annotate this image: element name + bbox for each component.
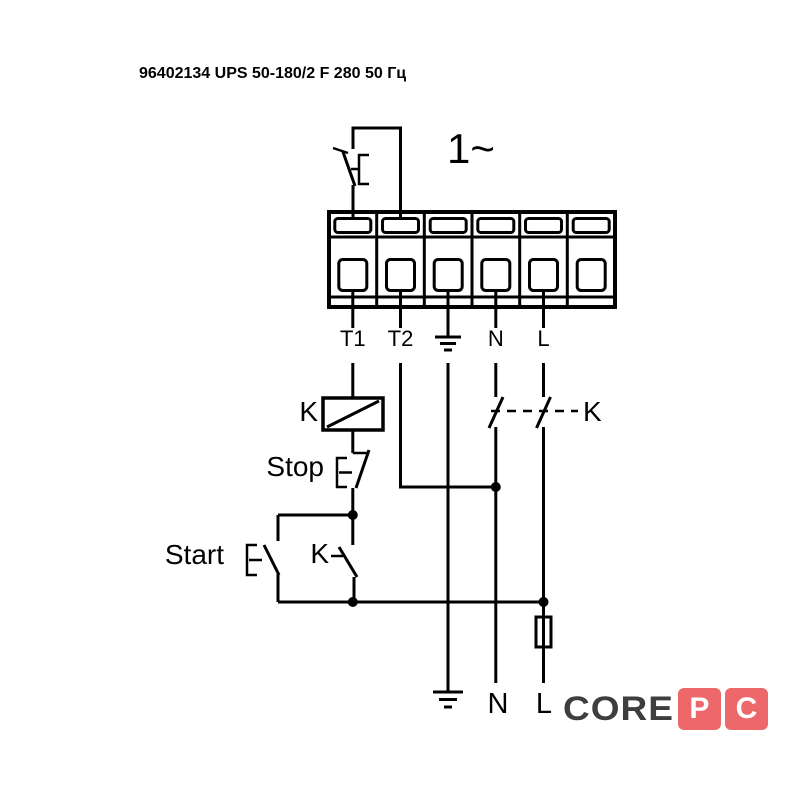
thermal-contact-blade — [341, 151, 357, 187]
earth-ground-icon-bottom — [433, 690, 463, 709]
terminal-label-t2: T2 — [388, 326, 414, 351]
aux-contact-blade — [337, 546, 359, 578]
contact-blade-n — [487, 396, 505, 429]
terminal-slot-6 — [571, 217, 611, 234]
thermal-element-icon — [357, 153, 369, 186]
product-title: 96402134 UPS 50-180/2 F 280 50 Гц — [139, 65, 407, 82]
terminal-clamp-5 — [528, 258, 559, 292]
terminal-slot-4 — [476, 217, 516, 234]
terminal-slot-1 — [333, 217, 373, 234]
terminal-clamp-3 — [432, 258, 464, 292]
supply-label-n: N — [488, 688, 509, 720]
terminal-block-cell-dividers — [375, 212, 569, 307]
terminal-label-l: L — [537, 326, 549, 351]
corepc-logo: CORE P C — [563, 686, 768, 732]
terminal-label-t1: T1 — [340, 326, 366, 351]
stop-contact-blade — [354, 449, 371, 489]
start-label: Start — [165, 539, 224, 570]
supply-label-l: L — [536, 688, 552, 720]
terminal-clamp-4 — [480, 258, 512, 292]
junction-dot-stop — [347, 510, 358, 520]
coil-k-diagonal — [326, 399, 380, 429]
start-contact-blade — [262, 544, 281, 576]
terminal-clamp-2 — [385, 258, 416, 292]
junction-dot-rail-aux — [347, 597, 358, 607]
junction-dot-rail-l — [538, 597, 549, 607]
terminal-slot-3 — [428, 217, 468, 234]
logo-letter-p: P — [689, 692, 710, 725]
terminal-slot-5 — [524, 217, 563, 234]
stop-label: Stop — [266, 451, 324, 482]
logo-box-c: C — [724, 688, 768, 730]
main-contacts-label-k: K — [583, 396, 602, 427]
phase-label: 1~ — [447, 125, 495, 172]
stop-actuator-icon — [335, 456, 352, 489]
earth-ground-icon-top — [435, 335, 461, 352]
start-actuator-icon — [245, 543, 262, 577]
wire-thermal-loop — [351, 126, 402, 219]
terminal-label-n: N — [488, 326, 504, 351]
contact-blade-l — [535, 396, 552, 429]
terminal-clamp-6 — [575, 258, 607, 292]
terminal-slot-2 — [381, 217, 420, 234]
wire-t2 — [399, 363, 496, 489]
terminal-clamp-1 — [337, 258, 369, 292]
logo-box-p: P — [677, 688, 721, 730]
thermal-contact-tick — [332, 146, 349, 155]
junction-dot-t2-n — [490, 482, 501, 492]
logo-text-core: CORE — [563, 689, 674, 728]
coil-label-k: K — [299, 396, 318, 427]
aux-contact-label-k: K — [310, 538, 329, 569]
fuse-icon — [534, 615, 553, 649]
logo-letter-c: C — [735, 692, 758, 725]
